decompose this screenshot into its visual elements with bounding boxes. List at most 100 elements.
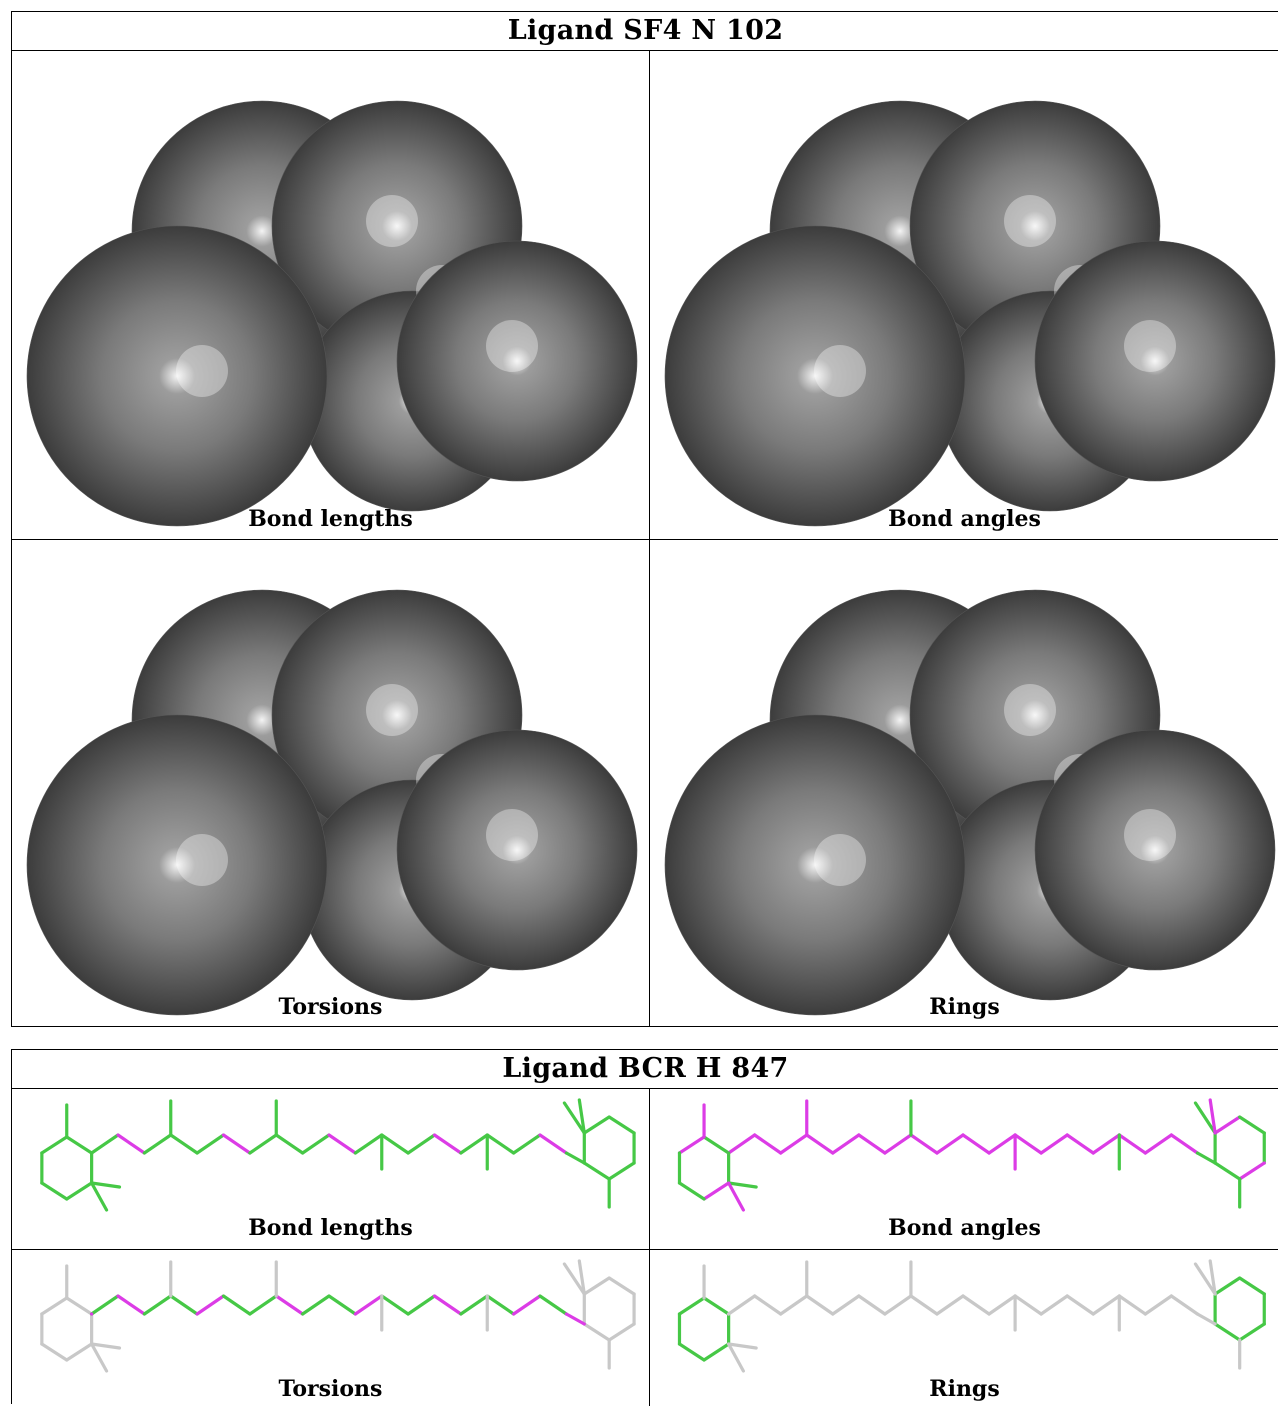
bond-line: [702, 1296, 731, 1316]
bond-line: [221, 1133, 252, 1155]
bond-line: [1039, 1133, 1069, 1155]
bond-line: [512, 1294, 542, 1316]
bond-line: [677, 1342, 706, 1362]
bond-line: [90, 1294, 120, 1316]
bond-line: [1238, 1322, 1266, 1342]
bond-line: [753, 1133, 783, 1155]
bond-line: [327, 1294, 357, 1316]
bond-line: [90, 1342, 109, 1373]
bond-line: [485, 1294, 516, 1316]
bond-line: [909, 1294, 939, 1316]
bond-line: [909, 1133, 939, 1155]
ligand-table-sf4: Ligand SF4 N 102 Bond lengths Bond angle…: [11, 11, 1278, 1027]
bond-line: [169, 1294, 199, 1316]
bond-line: [65, 1135, 94, 1155]
bond-line: [1065, 1133, 1095, 1155]
bond-line: [1238, 1276, 1266, 1296]
bond-line: [702, 1181, 731, 1201]
bond-line: [677, 1296, 706, 1316]
sphere-left: [26, 225, 328, 527]
sphere-right: [1034, 729, 1276, 971]
bond-line: [538, 1294, 568, 1316]
bond-line: [142, 1133, 173, 1155]
bond-line: [961, 1294, 991, 1316]
sphere-highlight: [1004, 195, 1056, 247]
bond-line: [406, 1133, 437, 1155]
sphere-highlight: [1124, 809, 1176, 861]
ligand-table-bcr: Ligand BCR H 847 Bond lengths Bond angle…: [11, 1049, 1278, 1406]
bond-line: [90, 1342, 122, 1350]
bond-line: [485, 1133, 516, 1155]
bond-line: [1213, 1161, 1242, 1181]
bond-line: [1195, 1151, 1217, 1165]
panel-rings: Rings: [650, 1250, 1278, 1406]
bond-line: [1091, 1133, 1121, 1155]
bond-line: [961, 1133, 991, 1155]
bond-line: [406, 1294, 437, 1316]
panel-grid: Bond lengths Bond angles Torsions Rings: [12, 1089, 1278, 1406]
bond-line: [1193, 1262, 1217, 1296]
bond-line: [1169, 1133, 1200, 1155]
bond-line: [459, 1294, 489, 1316]
bond-line: [677, 1181, 706, 1201]
panel-caption: Bond lengths: [248, 506, 413, 532]
bond-line: [727, 1342, 758, 1350]
bond-line: [1238, 1161, 1266, 1181]
bond-line: [805, 1294, 835, 1316]
bond-line: [831, 1133, 861, 1155]
sf4-space-fill-image: [664, 589, 1276, 1016]
sphere-left: [664, 714, 966, 1016]
bond-line: [432, 1133, 463, 1155]
table-title: Ligand SF4 N 102: [12, 12, 1278, 51]
bond-line: [935, 1133, 965, 1155]
bond-line: [274, 1294, 305, 1316]
sphere-right: [396, 240, 638, 482]
panel-caption: Bond angles: [888, 506, 1041, 532]
bond-line: [779, 1294, 809, 1316]
bond-line: [883, 1133, 913, 1155]
bond-line: [40, 1135, 69, 1155]
bcr-stick-image: [40, 1259, 636, 1373]
bond-line: [65, 1181, 94, 1201]
sphere-highlight: [366, 195, 418, 247]
sphere-highlight: [814, 834, 866, 886]
bond-line: [116, 1294, 146, 1316]
panel-bond-angles: Bond angles: [650, 51, 1278, 539]
bond-line: [987, 1133, 1017, 1155]
bond-line: [221, 1294, 252, 1316]
bond-line: [40, 1181, 69, 1201]
bond-line: [987, 1294, 1017, 1316]
sphere-highlight: [366, 684, 418, 736]
sphere-highlight: [176, 345, 228, 397]
bond-line: [582, 1115, 611, 1135]
bond-line: [779, 1133, 809, 1155]
bond-line: [1013, 1294, 1043, 1316]
bond-line: [1013, 1133, 1043, 1155]
bond-line: [353, 1133, 384, 1155]
bond-line: [582, 1161, 611, 1181]
panel-torsions: Torsions: [12, 540, 650, 1027]
bond-line: [702, 1342, 731, 1362]
bond-line: [512, 1133, 542, 1155]
bond-line: [301, 1133, 331, 1155]
bond-line: [65, 1342, 94, 1362]
bond-line: [607, 1161, 636, 1181]
bond-line: [1213, 1276, 1242, 1296]
bond-line: [65, 1296, 94, 1316]
table-title: Ligand BCR H 847: [12, 1050, 1278, 1089]
bcr-stick-image: [40, 1098, 636, 1212]
panel-rings: Rings: [650, 540, 1278, 1027]
panel-caption: Bond angles: [888, 1215, 1041, 1241]
bond-line: [248, 1294, 278, 1316]
panel-caption: Bond lengths: [248, 1215, 413, 1241]
sphere-right: [1034, 240, 1276, 482]
bond-line: [577, 1259, 586, 1296]
bond-line: [831, 1294, 861, 1316]
bond-line: [90, 1133, 120, 1155]
row-divider: [12, 1249, 1278, 1250]
bond-line: [857, 1294, 887, 1316]
bond-line: [274, 1133, 305, 1155]
bond-line: [857, 1133, 887, 1155]
bond-line: [607, 1115, 636, 1135]
panel-bond-angles: Bond angles: [650, 1089, 1278, 1249]
